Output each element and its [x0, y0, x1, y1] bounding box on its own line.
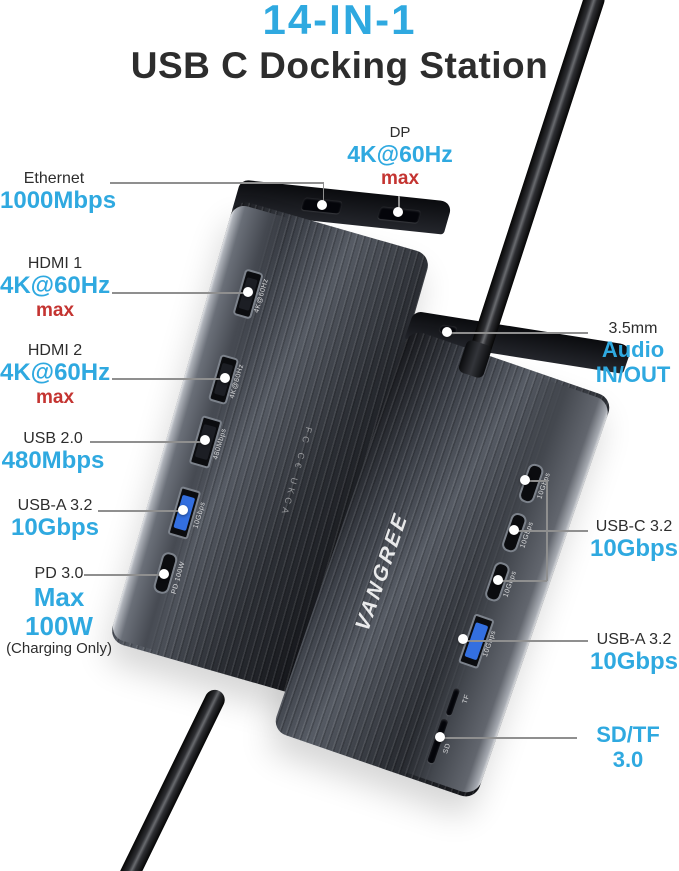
usba-right-label: USB-A 3.2	[596, 631, 672, 648]
dot-usbc3	[493, 575, 503, 585]
dot-sdtf	[435, 732, 445, 742]
usbc-right-label: USB-C 3.2	[595, 518, 673, 535]
hdmi1-note: max	[35, 299, 75, 321]
hdmi1-label: HDMI 1	[27, 255, 83, 272]
leader-hdmi2	[112, 378, 226, 380]
callout-ethernet: Ethernet 1000Mbps	[0, 170, 117, 215]
usba-left-label: USB-A 3.2	[17, 497, 93, 514]
dot-usbc2	[509, 525, 519, 535]
callout-hdmi1: HDMI 1 4K@60Hz max	[0, 255, 110, 321]
dot-hdmi2	[220, 373, 230, 383]
title-line1: 14-IN-1	[262, 0, 417, 43]
audio-line2: IN/OUT	[595, 361, 671, 387]
dot-usb20	[200, 435, 210, 445]
dot-pd	[159, 569, 169, 579]
callout-usba-right: USB-A 3.2 10Gbps	[590, 631, 678, 676]
dp-speed: 4K@60Hz	[347, 140, 453, 167]
audio-line1: Audio	[601, 336, 665, 362]
hdmi1-speed: 4K@60Hz	[0, 271, 111, 299]
sdtf-label: SD/TF 3.0	[596, 722, 660, 772]
ethernet-speed: 1000Mbps	[0, 186, 117, 214]
callout-sdtf: SD/TF 3.0	[578, 722, 678, 772]
usba-right-speed: 10Gbps	[590, 647, 679, 675]
hdmi2-label: HDMI 2	[27, 342, 83, 359]
dp-note: max	[380, 167, 420, 189]
leader-usba-right	[464, 640, 588, 642]
callout-audio: 3.5mm Audio IN/OUT	[588, 320, 678, 387]
dot-hdmi1	[243, 287, 253, 297]
ethernet-label: Ethernet	[23, 170, 85, 187]
dot-audio	[442, 327, 452, 337]
pd-note: (Charging Only)	[6, 640, 112, 658]
power-cable	[115, 686, 229, 871]
leader-sdtf	[440, 737, 577, 739]
leader-usbc-stub2	[514, 530, 588, 532]
callout-usb20: USB 2.0 480Mbps	[0, 430, 106, 475]
leader-usbc-stub3	[498, 580, 547, 582]
leader-usbc-stub1	[525, 480, 547, 482]
callout-dp: DP 4K@60Hz max	[347, 124, 453, 189]
leader-usb20	[90, 441, 206, 443]
usba-left-speed: 10Gbps	[10, 513, 100, 541]
title-line2: USB C Docking Station	[130, 45, 549, 86]
leader-usbc-bracket	[546, 480, 548, 581]
leader-hdmi1	[112, 292, 248, 294]
leader-audio	[450, 332, 588, 334]
dot-usba-left	[178, 505, 188, 515]
dp-label: DP	[389, 124, 411, 141]
audio-label: 3.5mm	[608, 320, 658, 337]
usb20-label: USB 2.0	[23, 430, 83, 447]
leader-usba-left	[98, 510, 183, 512]
hdmi2-note: max	[35, 386, 75, 408]
usb20-speed: 480Mbps	[1, 446, 105, 474]
leader-ethernet-h	[110, 182, 324, 184]
pd-label: PD 3.0	[34, 565, 84, 582]
pd-speed: Max 100W	[25, 581, 93, 642]
callout-usbc-right: USB-C 3.2 10Gbps	[590, 518, 678, 563]
usbc-right-speed: 10Gbps	[590, 534, 679, 562]
dot-usba-right	[458, 634, 468, 644]
hdmi2-speed: 4K@60Hz	[0, 358, 111, 386]
dot-usbc1	[520, 475, 530, 485]
dot-dp	[393, 207, 403, 217]
leader-dp	[398, 196, 400, 211]
callout-hdmi2: HDMI 2 4K@60Hz max	[0, 342, 110, 408]
leader-ethernet-v	[322, 182, 324, 204]
callout-usba-left: USB-A 3.2 10Gbps	[0, 497, 110, 542]
leader-pd	[84, 574, 164, 576]
dot-ethernet	[317, 200, 327, 210]
callout-pd: PD 3.0 Max 100W (Charging Only)	[0, 565, 118, 658]
